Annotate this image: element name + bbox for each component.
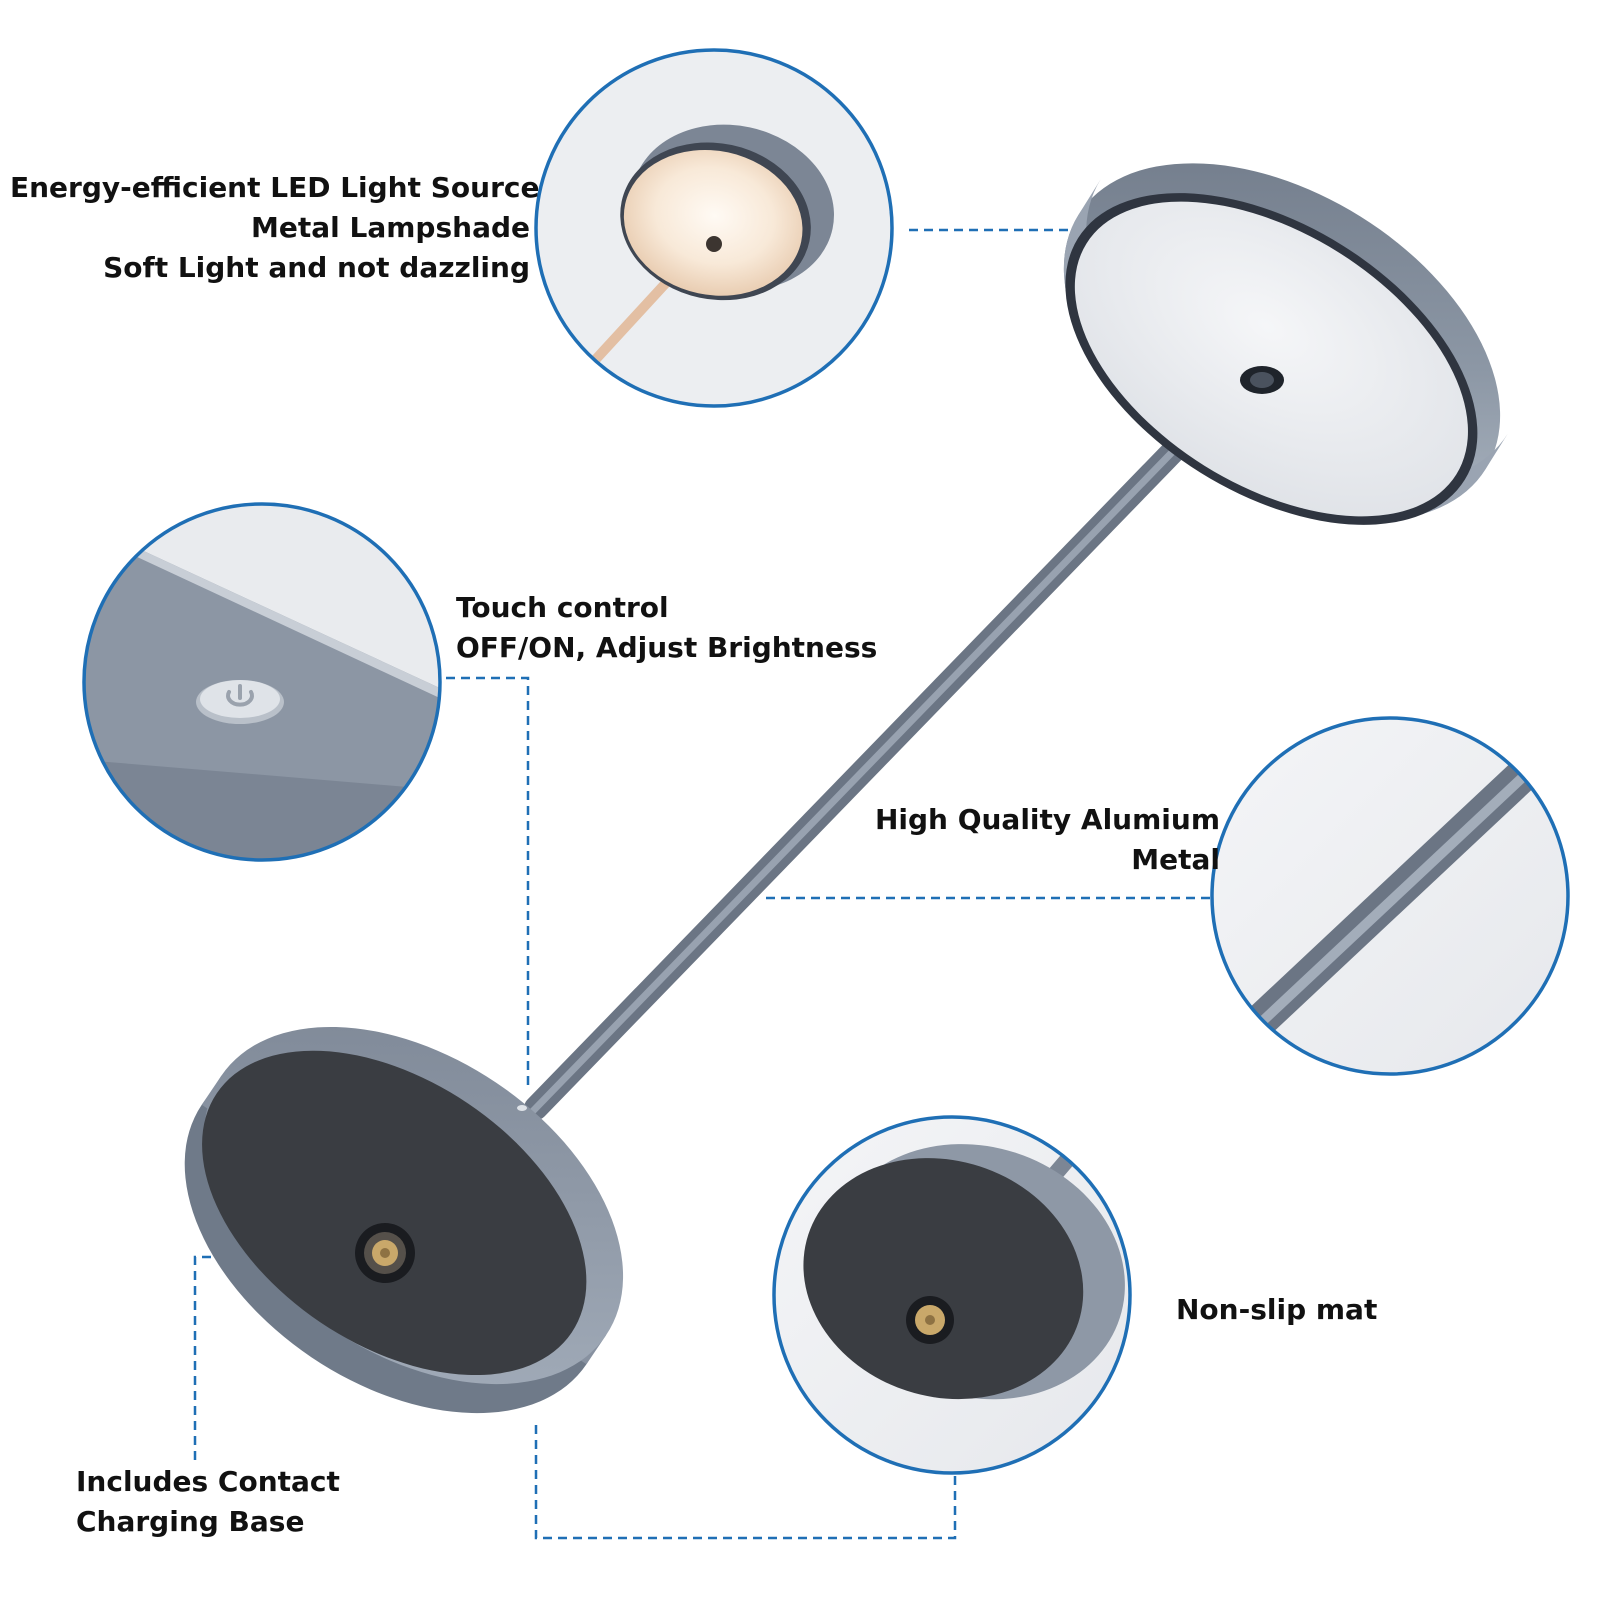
label-charging-base-line-2: Charging Base bbox=[76, 1505, 305, 1538]
detail-circle-light-source bbox=[534, 48, 894, 408]
non-slip-mat bbox=[202, 1050, 587, 1376]
connector-touch bbox=[446, 676, 530, 1090]
power-icon bbox=[196, 680, 284, 724]
label-non-slip-line-1: Non-slip mat bbox=[1176, 1293, 1378, 1326]
label-light-source-line-3: Soft Light and not dazzling bbox=[103, 251, 530, 284]
label-charging-base: Includes Contact Charging Base bbox=[76, 1462, 340, 1542]
lamp-diffuser bbox=[1074, 201, 1468, 517]
label-aluminium-line-2: Metal bbox=[1131, 843, 1220, 876]
label-touch-control-line-1: Touch control bbox=[456, 591, 669, 624]
label-non-slip: Non-slip mat bbox=[1176, 1290, 1377, 1330]
connector-mat bbox=[534, 1425, 957, 1540]
label-light-source: Energy-efficient LED Light Source Metal … bbox=[10, 168, 540, 288]
label-aluminium-line-1: High Quality Alumium bbox=[874, 803, 1220, 836]
detail-circle-aluminium bbox=[1210, 716, 1570, 1076]
label-charging-base-line-1: Includes Contact bbox=[76, 1465, 340, 1498]
label-aluminium: High Quality Alumium Metal bbox=[840, 800, 1220, 880]
label-light-source-line-1: Energy-efficient LED Light Source bbox=[10, 171, 540, 204]
detail-circle-touch-control bbox=[82, 502, 442, 862]
charging-contact bbox=[355, 1223, 415, 1283]
connector-lines bbox=[193, 228, 1222, 1540]
main-lamp bbox=[184, 163, 1508, 1414]
detail-circle-non-slip bbox=[772, 1115, 1132, 1475]
label-touch-control: Touch control OFF/ON, Adjust Brightness bbox=[456, 588, 877, 668]
label-light-source-line-2: Metal Lampshade bbox=[251, 211, 530, 244]
lamp-shade bbox=[1063, 163, 1508, 525]
connector-charging bbox=[193, 1255, 340, 1460]
label-touch-control-line-2: OFF/ON, Adjust Brightness bbox=[456, 631, 878, 664]
